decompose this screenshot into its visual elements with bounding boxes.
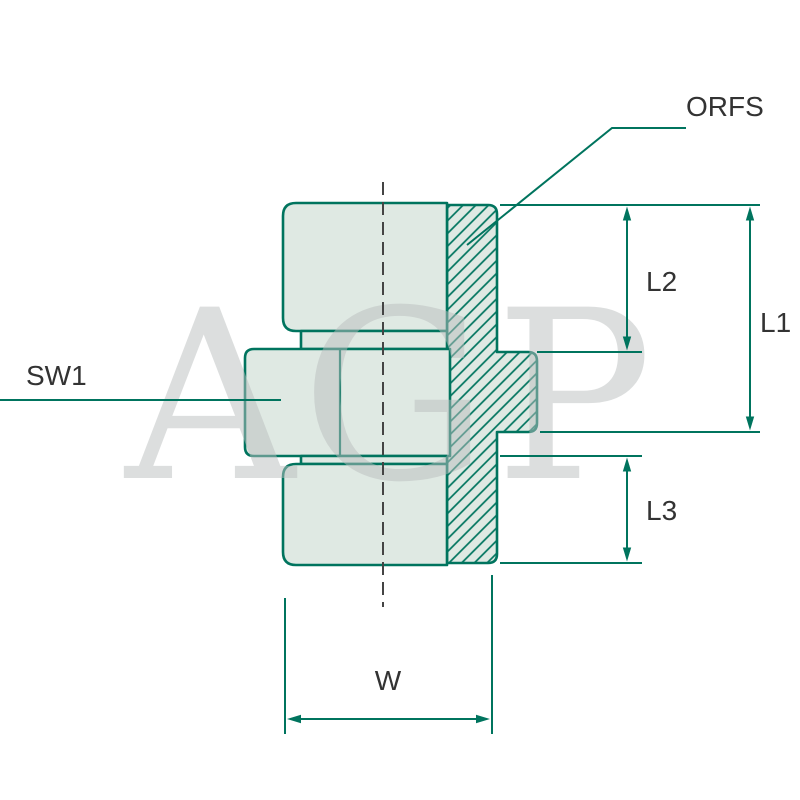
label-orfs: ORFS bbox=[686, 91, 764, 122]
l1-arrow-up bbox=[745, 206, 755, 221]
label-l3: L3 bbox=[646, 495, 677, 526]
watermark-text: AGP bbox=[123, 261, 659, 534]
dim-l3: L3 bbox=[622, 457, 677, 562]
leader-orfs: ORFS bbox=[466, 91, 764, 246]
w-arrow-right bbox=[476, 714, 490, 724]
w-arrow-left bbox=[287, 714, 301, 724]
label-w: W bbox=[375, 665, 402, 696]
label-l2: L2 bbox=[646, 266, 677, 297]
hex-band bbox=[243, 347, 452, 458]
stud-hatching bbox=[447, 205, 537, 563]
dim-l1: L1 bbox=[745, 206, 791, 431]
l3-arrow-down bbox=[622, 547, 632, 562]
label-l1: L1 bbox=[760, 307, 791, 338]
leader-sw1: SW1 bbox=[0, 360, 281, 401]
l1-arrow-down bbox=[745, 416, 755, 431]
body-top-block bbox=[281, 201, 449, 333]
label-sw1: SW1 bbox=[26, 360, 87, 391]
l2-arrow-down bbox=[622, 336, 632, 351]
dim-l2: L2 bbox=[622, 206, 677, 351]
l2-arrow-up bbox=[622, 206, 632, 221]
dim-w: W bbox=[287, 665, 490, 724]
body-bottom-block bbox=[281, 462, 449, 567]
l3-arrow-up bbox=[622, 457, 632, 472]
